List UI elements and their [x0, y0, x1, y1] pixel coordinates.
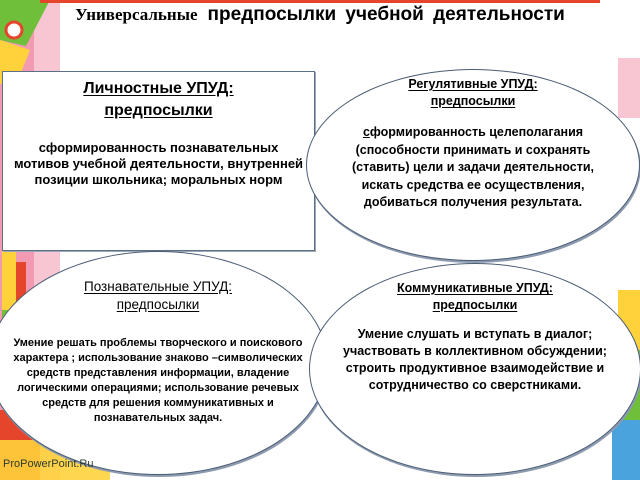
- communicative-heading-line1: Коммуникативные УПУД:: [397, 281, 553, 295]
- regulative-body: сформированность целеполагания (способно…: [337, 124, 609, 212]
- communicative-heading: Коммуникативные УПУД: предпосылки: [336, 280, 614, 314]
- personal-upud-box: Личностные УПУД: предпосылки сформирован…: [2, 71, 315, 251]
- cognitive-heading: Познавательные УПУД: предпосылки: [9, 278, 307, 314]
- watermark-text: ProPowerPoint.Ru: [3, 458, 94, 470]
- title-part1: Универсальные: [75, 5, 198, 24]
- cognitive-body: Умение решать проблемы творческого и пои…: [13, 337, 303, 424]
- personal-body: сформированность познавательных мотивов …: [13, 140, 304, 187]
- cognitive-heading-line1: Познавательные УПУД:: [83, 279, 232, 294]
- cognitive-heading-line2: предпосылки: [116, 297, 200, 312]
- personal-heading: Личностные УПУД: предпосылки: [13, 78, 304, 122]
- personal-heading-line2: предпосылки: [104, 102, 213, 119]
- slide-title: Универсальные предпосылки учебной деятель…: [0, 4, 640, 26]
- communicative-upud-ellipse: Коммуникативные УПУД: предпосылки Умение…: [309, 263, 640, 475]
- title-part2: предпосылки учебной деятельности: [207, 4, 565, 25]
- regulative-heading-line1: Регулятивные УПУД:: [408, 77, 538, 91]
- regulative-upud-ellipse: Регулятивные УПУД: предпосылки сформиров…: [306, 69, 640, 261]
- communicative-heading-line2: предпосылки: [432, 298, 518, 312]
- regulative-heading-line2: предпосылки: [430, 94, 516, 108]
- regulative-heading: Регулятивные УПУД: предпосылки: [337, 76, 609, 110]
- regulative-body-rest: формированность целеполагания (способнос…: [351, 125, 594, 209]
- cognitive-upud-ellipse: Познавательные УПУД: предпосылки Умение …: [0, 251, 328, 475]
- personal-heading-line1: Личностные УПУД:: [83, 80, 234, 97]
- regulative-body-first-letter: с: [362, 125, 370, 139]
- communicative-body: Умение слушать и вступать в диалог; учас…: [343, 327, 607, 392]
